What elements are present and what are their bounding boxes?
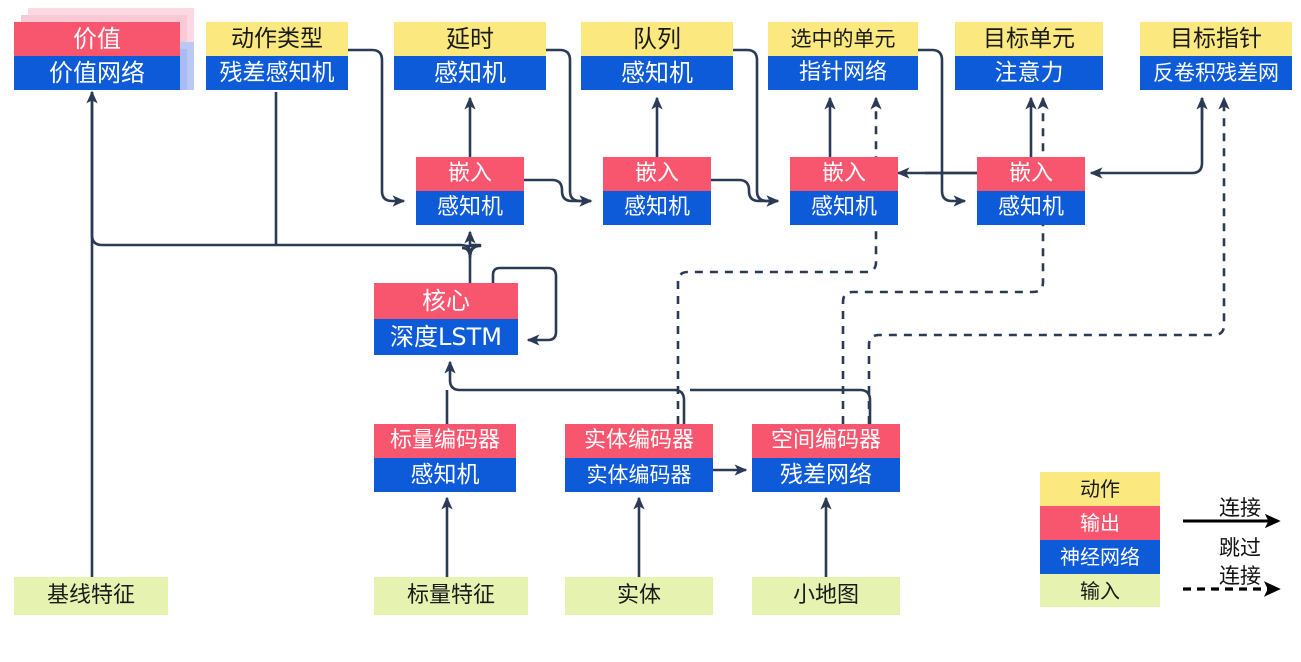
wire-selected-to-emb4	[918, 48, 967, 207]
skip-entity-to-selected	[676, 96, 882, 424]
encoder-node-spatial[interactable]: 空间编码器 残差网络	[752, 424, 900, 492]
output-node-value[interactable]: 价值 价值网络	[14, 8, 194, 90]
selected-units-network-label: 指针网络	[768, 56, 918, 90]
legend-skip-label-line1: 跳过	[1219, 536, 1261, 560]
wire-core-to-emb1-arrow	[464, 230, 482, 259]
embedding-node-1[interactable]: 嵌入 感知机	[416, 157, 524, 225]
legend-arrow-glyphs	[1183, 513, 1281, 597]
target-point-network-label: 反卷积残差网	[1140, 56, 1292, 90]
output-node-delay[interactable]: 延时 感知机	[394, 22, 546, 90]
target-point-action-label: 目标指针	[1140, 22, 1292, 56]
output-node-target-unit[interactable]: 目标单元 注意力	[955, 22, 1103, 90]
skip-entity-to-targetunit	[841, 96, 1049, 424]
scalar-encoder-network-label: 感知机	[374, 458, 516, 492]
value-output-label: 价值	[14, 22, 180, 56]
input-node-entities[interactable]: 实体	[565, 577, 713, 615]
embedding-node-2[interactable]: 嵌入 感知机	[603, 157, 711, 225]
skip-spatial-to-targetpointer	[867, 96, 1230, 424]
output-node-queue[interactable]: 队列 感知机	[581, 22, 733, 90]
queue-action-label: 队列	[581, 22, 733, 56]
embedding-node-3[interactable]: 嵌入 感知机	[790, 157, 898, 225]
wire-core-recurrent	[491, 266, 558, 346]
value-network-label: 价值网络	[14, 56, 180, 90]
output-node-action-type[interactable]: 动作类型 残差感知机	[206, 22, 348, 90]
delay-network-label: 感知机	[394, 56, 546, 90]
wire-emb1-to-emb2	[524, 178, 593, 207]
embedding-2-output-label: 嵌入	[603, 157, 711, 191]
target-unit-network-label: 注意力	[955, 56, 1103, 90]
embedding-3-output-label: 嵌入	[790, 157, 898, 191]
wire-actiontype-to-emb1	[348, 48, 406, 207]
embedding-2-network-label: 感知机	[603, 191, 711, 225]
embedding-3-network-label: 感知机	[790, 191, 898, 225]
embedding-1-network-label: 感知机	[416, 191, 524, 225]
encoder-node-scalar[interactable]: 标量编码器 感知机	[374, 424, 516, 492]
entity-encoder-network-label: 实体编码器	[565, 458, 713, 492]
core-network-label: 深度LSTM	[374, 319, 518, 355]
spatial-encoder-network-label: 残差网络	[752, 458, 900, 492]
legend-swatch-input: 输入	[1040, 574, 1160, 607]
legend-connection-label: 连接	[1219, 496, 1261, 520]
legend-skip-label-line2: 连接	[1219, 564, 1261, 588]
wire-spatial-to-bus	[690, 388, 872, 424]
output-node-selected-units[interactable]: 选中的单元 指针网络	[768, 22, 918, 90]
target-unit-action-label: 目标单元	[955, 22, 1103, 56]
delay-action-label: 延时	[394, 22, 546, 56]
queue-network-label: 感知机	[581, 56, 733, 90]
wire-emb2-to-emb3	[711, 178, 780, 207]
input-node-scalar-features[interactable]: 标量特征	[374, 577, 528, 615]
legend-swatch-network: 神经网络	[1040, 540, 1160, 574]
input-node-minimap[interactable]: 小地图	[752, 577, 900, 615]
wire-encoders-bus	[444, 360, 686, 424]
entity-encoder-output-label: 实体编码器	[565, 424, 713, 458]
wire-core-bus-left	[90, 92, 472, 253]
embedding-4-output-label: 嵌入	[977, 157, 1085, 191]
encoder-node-entity[interactable]: 实体编码器 实体编码器	[565, 424, 713, 492]
action-type-action-label: 动作类型	[206, 22, 348, 56]
embedding-1-output-label: 嵌入	[416, 157, 524, 191]
legend-swatch-output: 输出	[1040, 506, 1160, 540]
legend-swatch-action: 动作	[1040, 472, 1160, 506]
core-output-label: 核心	[374, 283, 518, 319]
embedding-node-4[interactable]: 嵌入 感知机	[977, 157, 1085, 225]
output-node-target-point[interactable]: 目标指针 反卷积残差网	[1140, 22, 1292, 90]
wire-targetpointer-bus-to-emb4	[1089, 98, 1204, 179]
legend: 动作 输出 神经网络 输入	[1040, 472, 1160, 607]
spatial-encoder-output-label: 空间编码器	[752, 424, 900, 458]
embedding-4-network-label: 感知机	[977, 191, 1085, 225]
input-node-baseline-features[interactable]: 基线特征	[14, 577, 168, 615]
core-node[interactable]: 核心 深度LSTM	[374, 283, 518, 355]
action-type-network-label: 残差感知机	[206, 56, 348, 90]
scalar-encoder-output-label: 标量编码器	[374, 424, 516, 458]
selected-units-action-label: 选中的单元	[768, 22, 918, 56]
